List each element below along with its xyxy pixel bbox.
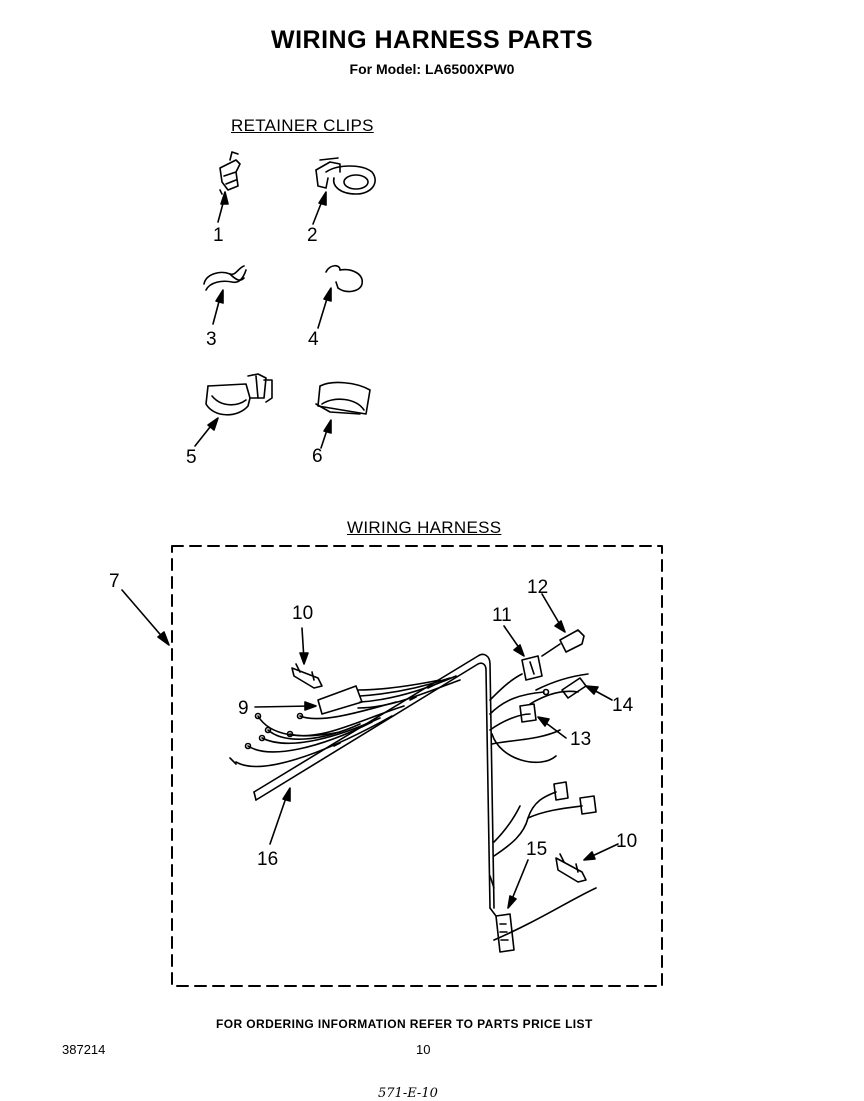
handwritten-code: 571-E-10 [378, 1086, 438, 1101]
harness-dashed-boundary [171, 545, 663, 987]
terminal-10b-drawing [555, 853, 587, 883]
page-title: WIRING HARNESS PARTS [270, 26, 594, 54]
connector-12-label: 12 [527, 577, 549, 598]
clip-6-label: 6 [312, 446, 323, 467]
ordering-note: FOR ORDERING INFORMATION REFER TO PARTS … [216, 1017, 593, 1031]
clip-2-drawing [315, 157, 376, 195]
clip-4-label: 4 [308, 329, 319, 350]
clip-3-arrow [212, 289, 224, 325]
connector-15-drawing [489, 907, 515, 953]
clip-3-label: 3 [206, 329, 217, 350]
connector-15-label: 15 [526, 839, 548, 860]
connector-11-label: 11 [492, 605, 512, 626]
clip-5-drawing [205, 373, 273, 416]
terminal-10a-drawing [291, 663, 323, 689]
clip-6-drawing [315, 381, 371, 415]
terminal-10b-label: 10 [616, 831, 638, 852]
page-number: 10 [416, 1042, 431, 1057]
clip-6-arrow [320, 419, 332, 449]
retainer-clips-heading: RETAINER CLIPS [231, 116, 374, 135]
connector-11-drawing [521, 655, 543, 681]
terminal-10a-arrow [299, 627, 309, 665]
connector-13-arrow [537, 716, 567, 739]
connector-9-label: 9 [238, 698, 249, 719]
harness-lower-branch [489, 781, 597, 941]
connector-12-arrow [541, 593, 566, 633]
clip-3-drawing [203, 265, 247, 291]
connector-13-label: 13 [570, 729, 592, 750]
tube-16-label: 16 [257, 849, 279, 870]
harness-right-branch [489, 673, 589, 764]
connector-14-arrow [585, 685, 613, 701]
connector-15-arrow [507, 859, 529, 909]
clip-4-arrow [317, 287, 332, 329]
clip-5-arrow [194, 417, 219, 447]
connector-11-arrow [503, 625, 525, 657]
terminal-10a-label: 10 [292, 603, 314, 624]
assembly-7-arrow [121, 589, 170, 646]
clip-4-drawing [325, 264, 363, 293]
model-subtitle: For Model: LA6500XPW0 [349, 61, 515, 77]
harness-left-leads [229, 701, 405, 768]
connector-9-drawing [317, 675, 461, 715]
tube-16-arrow [269, 787, 291, 845]
clip-2-label: 2 [307, 225, 318, 246]
clip-1-drawing [219, 151, 241, 195]
clip-1-arrow [217, 191, 229, 223]
connector-12-drawing [541, 629, 585, 657]
connector-13-drawing [519, 703, 537, 723]
connector-9-arrow [254, 701, 317, 711]
clip-1-label: 1 [213, 225, 224, 246]
wiring-harness-heading: WIRING HARNESS [347, 518, 502, 537]
clip-5-label: 5 [186, 447, 197, 468]
document-number: 387214 [62, 1042, 106, 1057]
clip-2-arrow [312, 191, 327, 225]
connector-14-label: 14 [612, 695, 634, 716]
harness-main-trunk [253, 653, 495, 909]
assembly-7-label: 7 [109, 571, 120, 592]
terminal-10b-arrow [583, 843, 619, 861]
